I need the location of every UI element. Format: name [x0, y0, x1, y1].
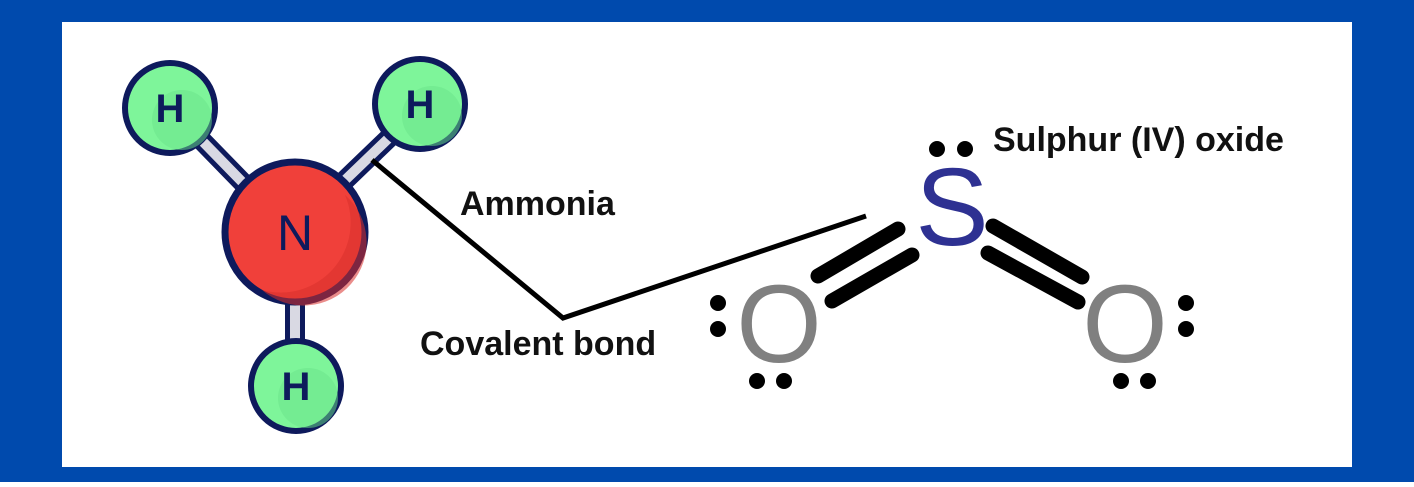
bottom-edge [0, 482, 1414, 487]
sulphur-lone-pair [929, 141, 973, 157]
covalent-bond-pointer [370, 158, 867, 321]
sulphur-oxide-label: Sulphur (IV) oxide [993, 121, 1284, 159]
sulphur-symbol: S [915, 146, 988, 269]
oxygen-right-lone-pairs [1113, 295, 1194, 389]
hydrogen-symbol: H [282, 365, 311, 409]
nitrogen-atom: N [221, 158, 369, 306]
hydrogen-atom-2: H [372, 56, 468, 152]
double-bond-right [980, 218, 1090, 310]
nitrogen-symbol: N [277, 205, 313, 261]
hydrogen-atom-3: H [248, 338, 344, 434]
oxygen-symbol-left: O [736, 263, 822, 386]
double-bond-left [810, 221, 920, 309]
hydrogen-symbol: H [156, 87, 185, 131]
oxygen-symbol-right: O [1082, 263, 1168, 386]
hydrogen-symbol: H [406, 83, 435, 127]
oxygen-left-lone-pairs [710, 295, 792, 389]
covalent-bond-label: Covalent bond [420, 325, 656, 363]
ammonia-label: Ammonia [460, 185, 616, 223]
hydrogen-atom-1: H [122, 60, 218, 156]
